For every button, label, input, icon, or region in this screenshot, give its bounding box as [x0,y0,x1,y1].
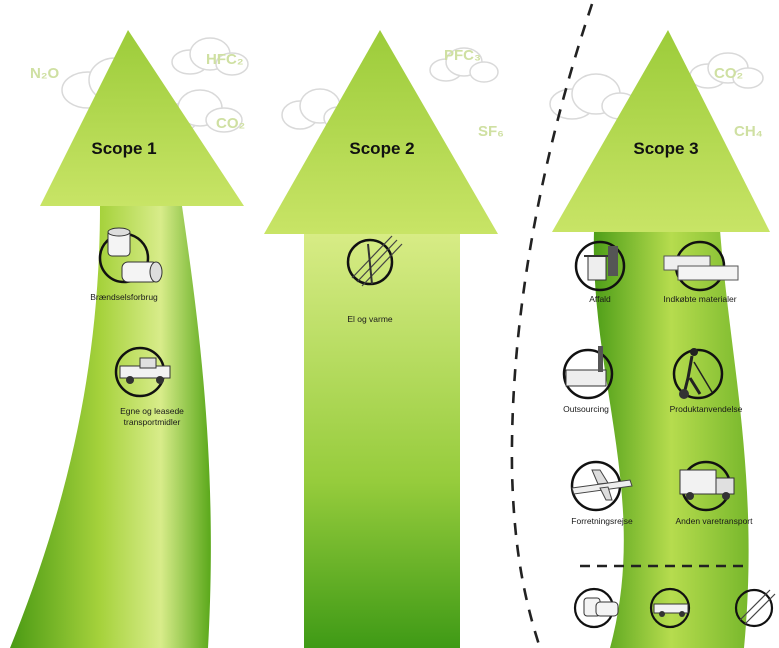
gas-label: N₂O [30,65,59,82]
gas-label: CH₄ [734,123,763,140]
gas-label: SF₆ [478,123,504,140]
scope3-item-product-use: Produktanvendelse [670,404,743,414]
gas-label: CO₂ [216,115,245,132]
scope1-arrow [10,30,244,648]
gas-label: PFC₃ [444,47,481,64]
scope3-item-materials: Indkøbte materialer [663,294,736,304]
scope3-arrow [552,30,770,648]
power-line-icon [734,588,776,628]
power-line-icon [346,235,403,287]
truck-icon [679,460,735,512]
pickup-truck-icon [114,346,171,398]
cloud [429,47,499,83]
airplane-icon [570,460,633,512]
cloud [689,52,764,89]
scope3-title: Scope 3 [633,139,698,158]
factory-icon [562,346,614,400]
cloud [281,88,353,130]
scope3-item-waste: Affald [589,294,611,304]
person-vacuum-icon [672,348,724,400]
scope3-item-outsourcing: Outsourcing [563,404,609,414]
scope1-item-fuel: Brændselsforbrug [90,292,158,302]
scope3-item-transport: Anden varetransport [675,516,753,526]
scope1-title: Scope 1 [91,139,156,158]
pickup-truck-icon [649,587,691,629]
scope2-item-power: El og varme [347,314,393,324]
gas-labels: N₂O HFC₂ CO₂ PFC₃ SF₆ CO₂ CH₄ [30,47,763,140]
scope3-item-business-travel: Forretningsrejse [571,516,633,526]
gas-label: CO₂ [714,65,743,82]
trash-bin-icon [574,240,626,292]
scope1-item-vehicles-2: transportmidler [124,417,181,427]
cloud [171,37,249,76]
scope2-arrow [264,30,498,648]
scope2-title: Scope 2 [349,139,414,158]
scope3-divider [510,3,594,648]
barrels-icon [573,587,619,629]
materials-icon [663,240,739,292]
gas-label: HFC₂ [206,51,244,68]
barrels-icon [98,227,163,284]
cloud [549,73,639,120]
scope1-item-vehicles-1: Egne og leasede [120,406,184,416]
